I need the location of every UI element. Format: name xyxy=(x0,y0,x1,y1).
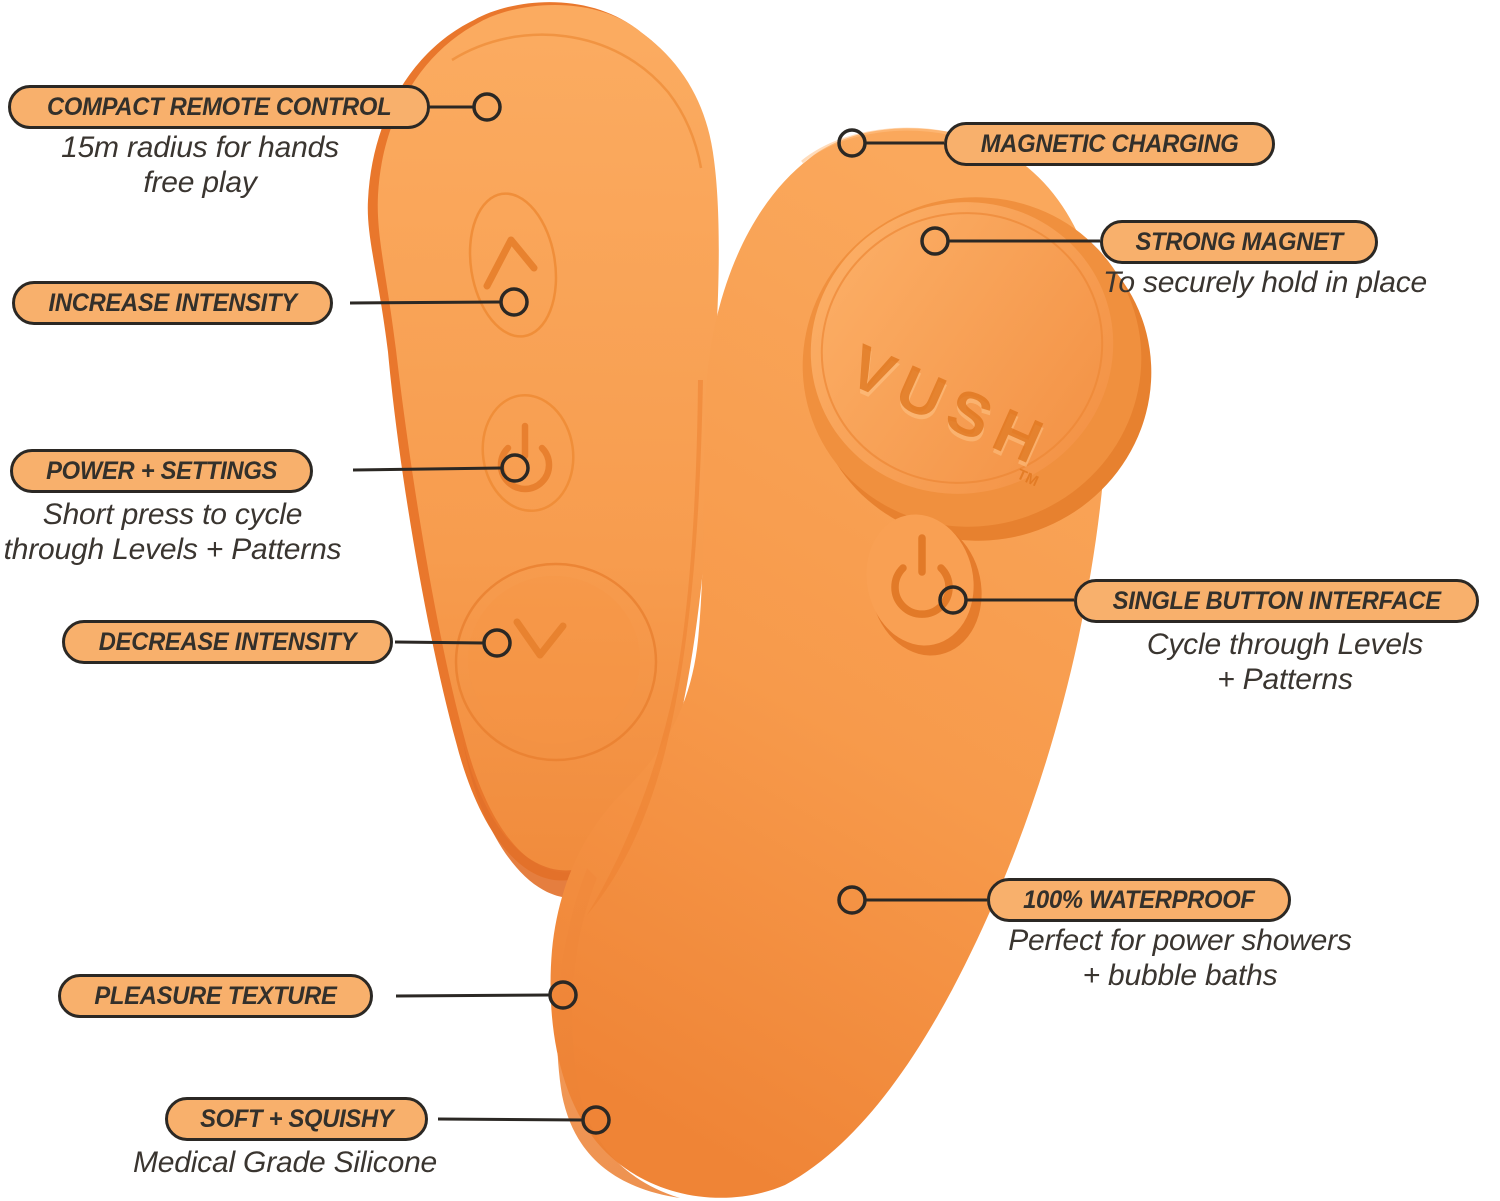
callout-pill-pleasure-texture: PLEASURE TEXTURE xyxy=(58,974,373,1018)
power-icon xyxy=(891,534,953,618)
callout-marker-soft xyxy=(581,1105,611,1135)
callout-line-soft xyxy=(437,1117,584,1122)
callout-label: COMPACT REMOTE CONTROL xyxy=(47,92,392,121)
callout-label: PLEASURE TEXTURE xyxy=(94,981,337,1010)
main-left-shading xyxy=(587,380,703,915)
callout-label: INCREASE INTENSITY xyxy=(48,288,298,317)
callout-pill-magnetic-charging: MAGNETIC CHARGING xyxy=(944,122,1276,166)
callout-marker-decrease xyxy=(482,628,512,658)
callout-pill-strong-magnet: STRONG MAGNET xyxy=(1100,220,1379,264)
remote-increase-button xyxy=(468,192,558,338)
callout-label: MAGNETIC CHARGING xyxy=(980,129,1239,158)
remote-control-device xyxy=(367,2,719,898)
callout-line-pleasure xyxy=(395,993,551,998)
callout-label: SOFT + SQUISHY xyxy=(200,1104,394,1133)
callout-pill-decrease-intensity: DECREASE INTENSITY xyxy=(62,620,394,664)
callout-subtitle-compact-remote-control: 15m radius for hands free play xyxy=(61,131,339,200)
callout-marker-strong xyxy=(920,226,950,256)
callout-pill-soft-squishy: SOFT + SQUISHY xyxy=(165,1097,429,1141)
callout-marker-compact xyxy=(472,92,502,122)
callout-pill-power-settings: POWER + SETTINGS xyxy=(10,449,314,493)
callout-marker-single xyxy=(938,585,968,615)
callout-pill-single-button-interface: SINGLE BUTTON INTERFACE xyxy=(1074,579,1480,623)
main-device: VUSH VUSH TM xyxy=(550,127,1152,1198)
callout-line-increase xyxy=(349,300,502,305)
callout-marker-increase xyxy=(499,287,529,317)
chevron-down-icon xyxy=(513,618,567,659)
callout-line-power xyxy=(352,466,503,472)
callout-subtitle-strong-magnet: To securely hold in place xyxy=(1102,266,1428,299)
callout-label: DECREASE INTENSITY xyxy=(98,627,357,656)
callout-subtitle-waterproof: Perfect for power showers + bubble baths xyxy=(1008,924,1352,993)
callout-marker-power xyxy=(500,453,530,483)
callout-subtitle-soft-squishy: Medical Grade Silicone xyxy=(132,1146,438,1179)
callout-subtitle-power-settings: Short press to cycle through Levels + Pa… xyxy=(3,498,342,567)
callout-marker-magnetic xyxy=(837,128,867,158)
callout-label: POWER + SETTINGS xyxy=(46,456,278,485)
magnet-disc: VUSH VUSH TM xyxy=(802,197,1152,541)
callout-label: 100% WATERPROOF xyxy=(1023,885,1255,914)
callout-connectors xyxy=(349,92,1100,1135)
callout-marker-waterproof xyxy=(837,885,867,915)
callout-label: SINGLE BUTTON INTERFACE xyxy=(1112,586,1441,615)
callout-label: STRONG MAGNET xyxy=(1135,227,1343,256)
callout-subtitle-single-button-interface: Cycle through Levels + Patterns xyxy=(1146,628,1424,697)
callout-line-decrease xyxy=(394,640,485,645)
callout-pill-increase-intensity: INCREASE INTENSITY xyxy=(12,281,334,325)
callout-marker-pleasure xyxy=(548,980,578,1010)
chevron-up-icon xyxy=(483,236,538,290)
remote-decrease-button xyxy=(454,562,658,762)
remote-body xyxy=(377,4,719,873)
remote-rim-seam xyxy=(451,33,703,169)
callout-pill-compact-remote-control: COMPACT REMOTE CONTROL xyxy=(8,85,431,129)
remote-power-button xyxy=(481,393,575,513)
power-icon xyxy=(497,422,553,493)
callout-pill-waterproof: 100% WATERPROOF xyxy=(987,878,1291,922)
